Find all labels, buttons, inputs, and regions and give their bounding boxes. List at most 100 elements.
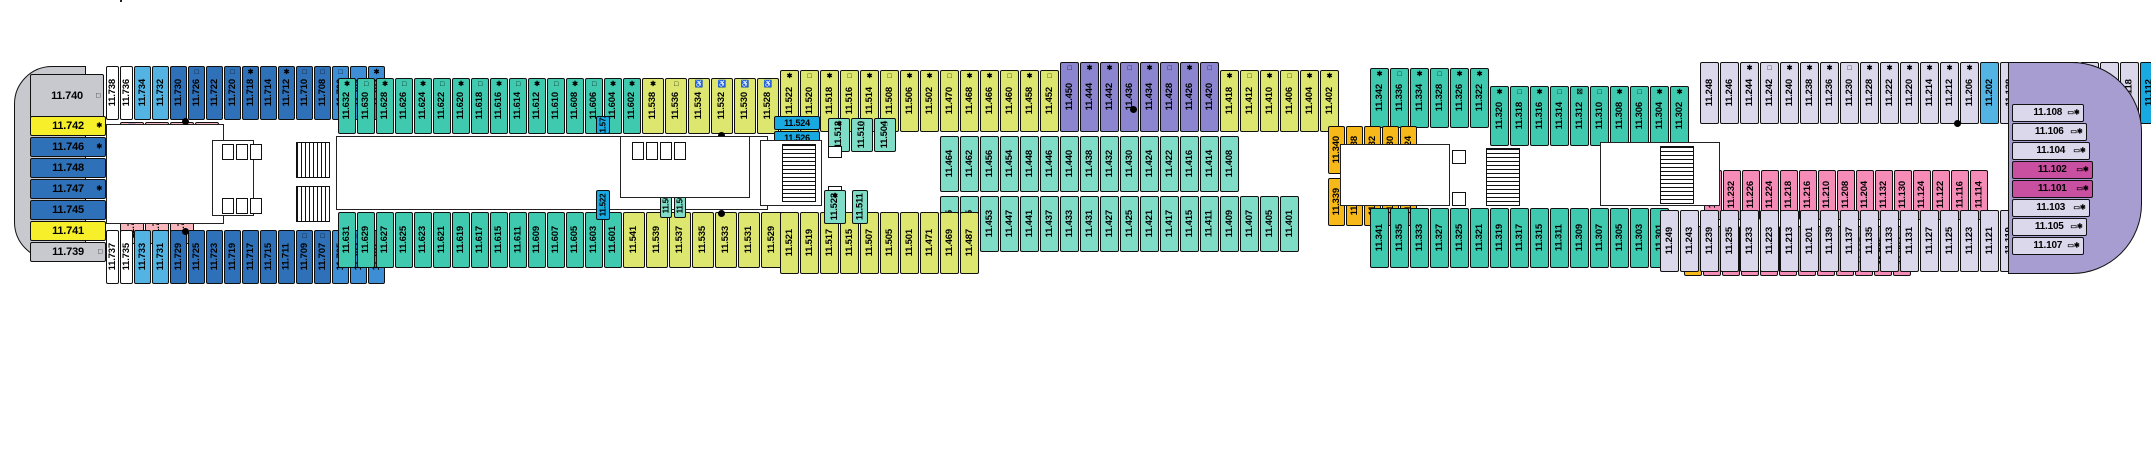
- cabin-cell[interactable]: 11.303: [1630, 208, 1649, 268]
- cabin-cell[interactable]: 11.572: [596, 116, 610, 134]
- cabin-cell[interactable]: 11.202: [1980, 62, 1999, 124]
- cabin-cell[interactable]: 11.625: [395, 212, 413, 268]
- cabin-cell[interactable]: □11.721: [120, 0, 122, 2]
- cabin-cell[interactable]: 11.607: [547, 212, 565, 268]
- cabin-cell[interactable]: 11.239: [1700, 210, 1719, 272]
- cabin-cell[interactable]: 11.511: [852, 190, 868, 224]
- cabin-cell[interactable]: 11.327: [1430, 208, 1449, 268]
- cabin-cell[interactable]: 11.431: [1080, 196, 1099, 252]
- cabin-cell[interactable]: 11.522: [596, 190, 610, 220]
- cabin-cell[interactable]: 11.733: [134, 230, 151, 284]
- cabin-cell[interactable]: 11.249: [1660, 210, 1679, 272]
- cabin-cell[interactable]: ✱11.214: [1920, 62, 1939, 124]
- cabin-cell[interactable]: □11.740: [30, 74, 104, 118]
- cabin-cell[interactable]: ✱11.442: [1100, 62, 1119, 132]
- cabin-cell[interactable]: □11.306: [1630, 86, 1649, 146]
- cabin-cell[interactable]: ✱11.718: [242, 66, 259, 120]
- cabin-cell[interactable]: ✱11.742: [30, 116, 106, 136]
- cabin-cell[interactable]: 11.722: [206, 66, 223, 120]
- cabin-cell[interactable]: 11.621: [433, 212, 451, 268]
- cabin-cell[interactable]: 11.114: [1970, 170, 1988, 220]
- cabin-cell[interactable]: 11.464: [940, 136, 959, 192]
- cabin-cell[interactable]: □11.310: [1590, 86, 1609, 146]
- cabin-cell[interactable]: 11.617: [471, 212, 489, 268]
- cabin-cell[interactable]: 11.454: [1000, 136, 1019, 192]
- cabin-cell[interactable]: 11.609: [528, 212, 546, 268]
- cabin-cell[interactable]: 11.535: [692, 212, 714, 268]
- cabin-cell[interactable]: 11.629: [357, 212, 375, 268]
- cabin-cell[interactable]: 11.714: [260, 66, 277, 120]
- cabin-cell[interactable]: 11.603: [585, 212, 603, 268]
- cabin-cell[interactable]: □11.428: [1160, 62, 1179, 132]
- cabin-cell[interactable]: ☒11.312: [1570, 86, 1589, 146]
- cabin-cell[interactable]: 11.108▭✱: [2012, 104, 2084, 122]
- cabin-cell[interactable]: 11.427: [1100, 196, 1119, 252]
- cabin-cell[interactable]: □11.470: [940, 70, 959, 132]
- cabin-cell[interactable]: 11.102▭✱: [2012, 161, 2093, 179]
- cabin-cell[interactable]: 11.711: [278, 230, 295, 284]
- cabin-cell[interactable]: ✱11.418: [1220, 70, 1239, 132]
- cabin-cell[interactable]: 11.531: [738, 212, 760, 268]
- cabin-cell[interactable]: 11.456: [980, 136, 999, 192]
- cabin-cell[interactable]: □11.626: [395, 78, 413, 134]
- cabin-cell[interactable]: 11.601: [604, 212, 622, 268]
- cabin-cell[interactable]: ✱11.628: [376, 78, 394, 134]
- cabin-cell[interactable]: ✱11.212: [1940, 62, 1959, 124]
- cabin-cell[interactable]: 11.405: [1260, 196, 1279, 252]
- cabin-cell[interactable]: □11.710: [296, 66, 313, 120]
- cabin-cell[interactable]: 11.414: [1200, 136, 1219, 192]
- cabin-cell[interactable]: 11.611: [509, 212, 527, 268]
- cabin-cell[interactable]: ✱11.342: [1370, 68, 1389, 128]
- cabin-cell[interactable]: ✱11.468: [960, 70, 979, 132]
- cabin-cell[interactable]: 11.246: [1720, 62, 1739, 124]
- cabin-cell[interactable]: □11.510: [851, 118, 873, 152]
- cabin-cell[interactable]: □11.406: [1280, 70, 1299, 132]
- cabin-cell[interactable]: □11.622: [433, 78, 451, 134]
- cabin-cell[interactable]: ✱11.326: [1450, 68, 1469, 128]
- cabin-cell[interactable]: 11.309: [1570, 208, 1589, 268]
- cabin-cell[interactable]: 11.417: [1160, 196, 1179, 252]
- cabin-cell[interactable]: ✱11.334: [1410, 68, 1429, 128]
- cabin-cell[interactable]: ✱11.747: [30, 179, 106, 199]
- cabin-cell[interactable]: 11.213: [1780, 210, 1799, 272]
- cabin-cell[interactable]: 11.447: [1000, 196, 1019, 252]
- cabin-cell[interactable]: 11.133: [1880, 210, 1899, 272]
- cabin-cell[interactable]: □11.452: [1040, 70, 1059, 132]
- cabin-cell[interactable]: 11.717: [242, 230, 259, 284]
- cabin-cell[interactable]: 11.315: [1530, 208, 1549, 268]
- cabin-cell[interactable]: 11.333: [1410, 208, 1429, 268]
- cabin-cell[interactable]: □11.436: [1120, 62, 1139, 132]
- cabin-cell[interactable]: 11.131: [1900, 210, 1919, 272]
- cabin-cell[interactable]: 11.741: [30, 221, 106, 241]
- cabin-cell[interactable]: ✱11.244: [1740, 62, 1759, 124]
- cabin-cell[interactable]: 11.107▭✱: [2012, 237, 2084, 255]
- cabin-cell[interactable]: □11.328: [1430, 68, 1449, 128]
- cabin-cell[interactable]: 11.539: [646, 212, 668, 268]
- cabin-cell[interactable]: 11.507: [860, 212, 879, 274]
- cabin-cell[interactable]: 11.307: [1590, 208, 1609, 268]
- cabin-cell[interactable]: 11.441: [1020, 196, 1039, 252]
- cabin-cell[interactable]: □11.420: [1200, 62, 1219, 132]
- cabin-cell[interactable]: □11.536: [665, 78, 687, 134]
- cabin-cell[interactable]: ♿11.532: [711, 78, 733, 134]
- cabin-cell[interactable]: 11.623: [414, 212, 432, 268]
- cabin-cell[interactable]: ✱11.402: [1320, 70, 1339, 132]
- cabin-cell[interactable]: □11.460: [1000, 70, 1019, 132]
- cabin-cell[interactable]: 11.104▭✱: [2012, 142, 2090, 160]
- cabin-cell[interactable]: □11.450: [1060, 62, 1079, 132]
- cabin-cell[interactable]: 11.541: [623, 212, 645, 268]
- cabin-cell[interactable]: 11.719: [224, 230, 241, 284]
- cabin-cell[interactable]: □11.707: [314, 230, 331, 284]
- cabin-cell[interactable]: □11.318: [1510, 86, 1529, 146]
- cabin-cell[interactable]: 11.715: [260, 230, 277, 284]
- cabin-cell[interactable]: 11.103▭✱: [2012, 199, 2090, 217]
- cabin-cell[interactable]: 11.605: [566, 212, 584, 268]
- cabin-cell[interactable]: 11.421: [1140, 196, 1159, 252]
- cabin-cell[interactable]: ✱11.222: [1880, 62, 1899, 124]
- cabin-cell[interactable]: 11.437: [1040, 196, 1059, 252]
- cabin-cell[interactable]: 11.446: [1040, 136, 1059, 192]
- cabin-cell[interactable]: ✱11.506: [900, 70, 919, 132]
- cabin-cell[interactable]: 11.619: [452, 212, 470, 268]
- cabin-cell[interactable]: 11.731: [152, 230, 169, 284]
- cabin-cell[interactable]: ✱11.712: [278, 66, 295, 120]
